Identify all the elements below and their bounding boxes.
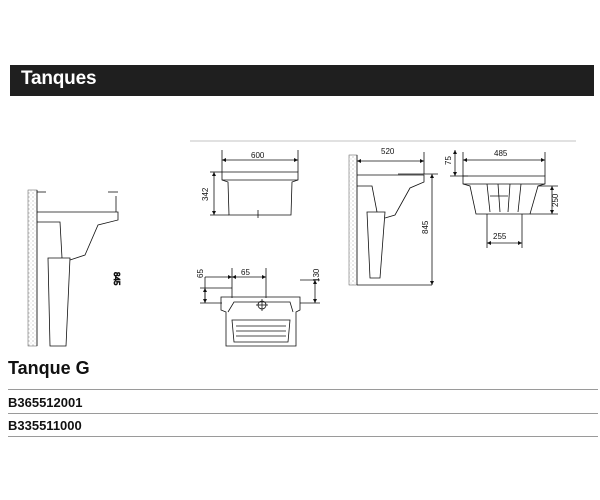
side-depth: 520 [381, 147, 395, 156]
side-view [348, 152, 438, 286]
product-code: B335511000 [8, 418, 82, 433]
divider [8, 389, 598, 390]
divider [8, 436, 598, 437]
top-view [200, 268, 320, 347]
top-depth: 130 [312, 268, 321, 282]
bracket-view [450, 150, 558, 248]
product-code-row[interactable]: B365512001 [8, 391, 598, 413]
section-header: Tanques [10, 65, 594, 96]
top-left-offset: 65 [196, 269, 205, 278]
front-height: 342 [201, 187, 210, 201]
partial-label: 845 [112, 272, 121, 286]
front-view [210, 150, 299, 218]
product-code-row[interactable]: B335511000 [8, 414, 598, 436]
side-height: 845 [421, 220, 430, 234]
bracket-span: 255 [493, 232, 507, 241]
product-code: B365512001 [8, 395, 83, 410]
front-width: 600 [251, 151, 265, 160]
bracket-width: 485 [494, 149, 508, 158]
top-drain-offset: 65 [241, 268, 250, 277]
bracket-top: 75 [444, 156, 453, 165]
product-name: Tanque G [8, 358, 90, 378]
bracket-height: 250 [551, 193, 560, 207]
section-title: Tanques [21, 68, 97, 89]
partial-side-view: 845 [27, 189, 121, 347]
divider [8, 413, 598, 414]
